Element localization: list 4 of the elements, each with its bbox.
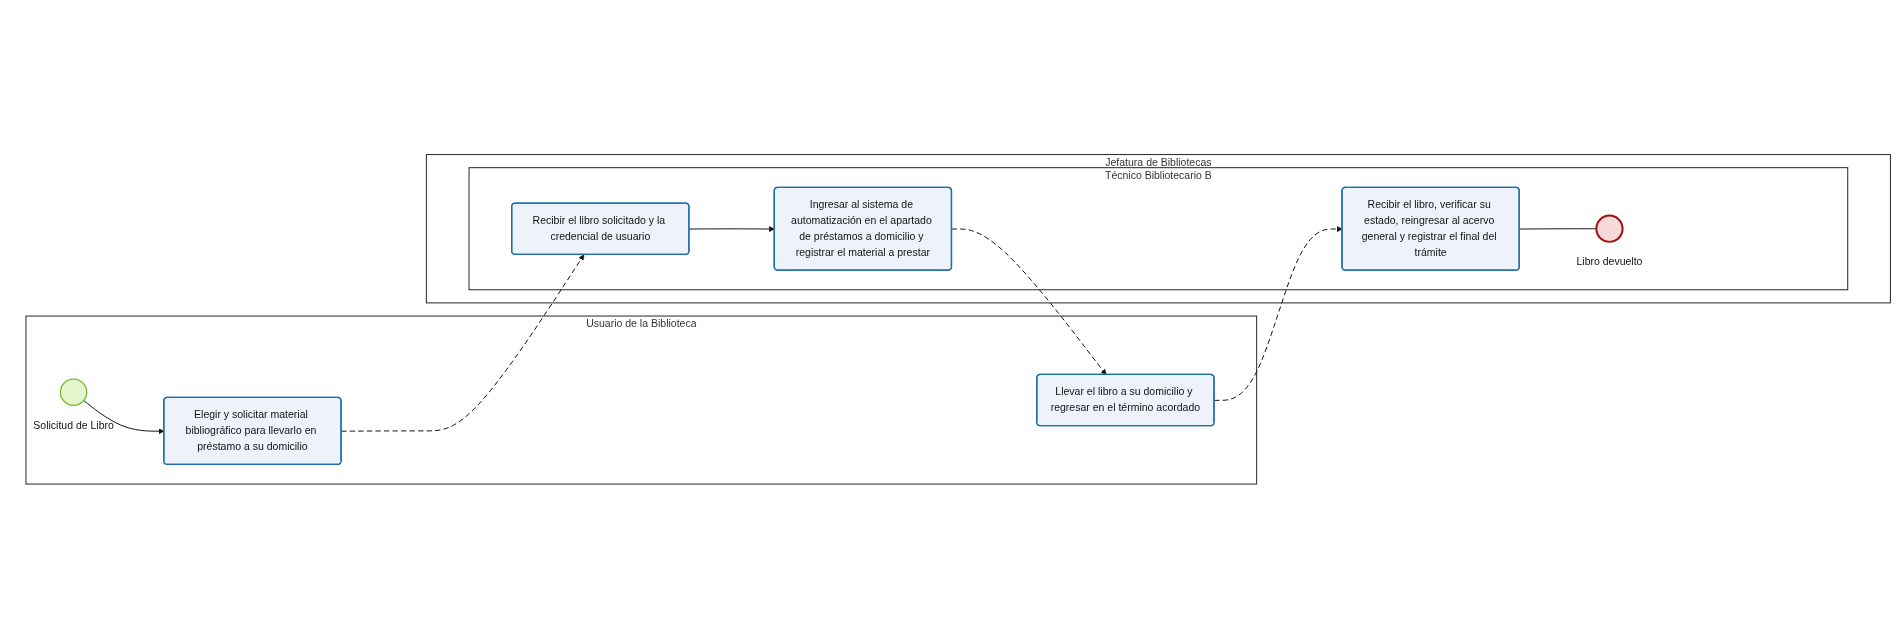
node-circle <box>1594 214 1624 244</box>
node-label: Solicitud de Libro <box>32 419 114 432</box>
node-label: Libro devuelto <box>1575 256 1642 268</box>
node-circle <box>59 378 87 407</box>
